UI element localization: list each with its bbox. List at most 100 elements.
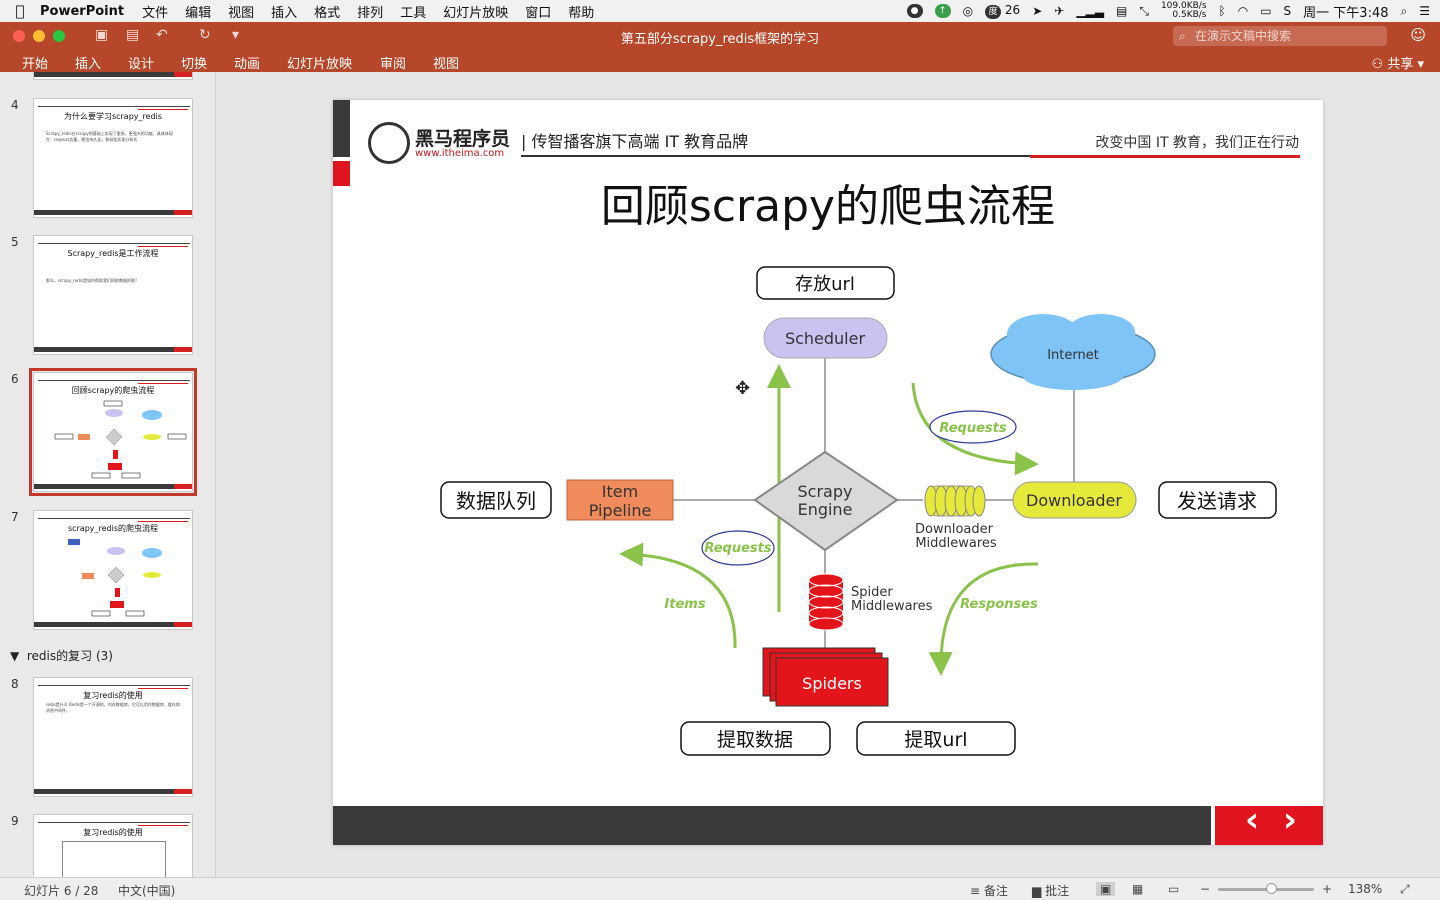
thumbnail-title: 为什么要学习scrapy_redis — [63, 112, 163, 121]
expand-icon[interactable]: ⤡ — [1139, 3, 1149, 18]
menu-window[interactable]: 窗口 — [525, 5, 552, 21]
slide-title[interactable]: 回顾scrapy的爬虫流程 — [600, 181, 1056, 232]
notification-icon[interactable]: ☰ — [1419, 4, 1430, 18]
tab-design[interactable]: 设计 — [128, 57, 155, 72]
chat-icon[interactable]: ◎ — [962, 4, 974, 18]
store-url-box — [756, 266, 895, 300]
zoom-slider-thumb[interactable] — [1266, 883, 1277, 894]
tab-home[interactable]: 开始 — [22, 57, 49, 72]
monitor-icon[interactable]: ▤ — [1116, 4, 1128, 18]
spotlight-icon[interactable]: ⌕ — [1400, 3, 1408, 18]
apple-icon[interactable]:  — [0, 2, 40, 20]
slide-editing-area[interactable]: 黑马程序员 www.itheima.com | 传智播客旗下高端 IT 教育品牌… — [217, 72, 1440, 877]
header-red-rule — [1030, 155, 1300, 158]
requests-bubble — [929, 410, 1017, 444]
zoom-in-icon[interactable]: + — [1322, 882, 1333, 896]
baidu-icon[interactable]: 度 26 — [985, 3, 1020, 19]
tab-animations[interactable]: 动画 — [234, 57, 261, 72]
thumbnail-slide-9[interactable]: 复习redis的使用 — [33, 814, 193, 877]
app-name[interactable]: PowerPoint — [40, 3, 125, 19]
tab-transitions[interactable]: 切换 — [181, 57, 208, 72]
clock[interactable]: 周一 下午3:48 — [1303, 5, 1389, 21]
tab-view[interactable]: 视图 — [433, 57, 460, 72]
slide-thumbnails-panel[interactable]: 4 为什么要学习scrapy_redis Scrapy_redis在scrapy… — [0, 72, 216, 877]
battery-icon[interactable]: ▭ — [1260, 4, 1272, 18]
ribbon-tabs: 开始 插入 设计 切换 动画 幻灯片放映 审阅 视图 ⚇ 共享 ▾ — [0, 50, 1440, 72]
minimize-window-button[interactable] — [33, 30, 45, 42]
comments-button[interactable]: ▆ 批注 — [1032, 884, 1070, 898]
flow-arrow — [619, 542, 737, 649]
menu-file[interactable]: 文件 — [142, 5, 169, 21]
scrapy-flow-diagram: 存放url Scheduler Internet Requests 数据队列 I… — [440, 266, 1277, 756]
thumbnail-body: Scrapy_redis在scrapy的基础上实现了更多，更强大的功能，具体体现… — [46, 131, 173, 142]
engine-label: Engine — [798, 500, 853, 519]
menu-help[interactable]: 帮助 — [568, 5, 595, 21]
tab-insert[interactable]: 插入 — [75, 57, 102, 72]
scheduler-label: Scheduler — [785, 329, 866, 348]
menu-format[interactable]: 格式 — [314, 5, 341, 21]
notes-button[interactable]: ≡ 备注 — [970, 884, 1008, 898]
zoom-level[interactable]: 138% — [1348, 882, 1383, 896]
internet-cloud — [990, 314, 1156, 390]
menu-insert[interactable]: 插入 — [271, 5, 298, 21]
s-icon[interactable]: S — [1283, 4, 1292, 18]
items-label: Items — [664, 597, 705, 612]
window-titlebar: ▣ ▤ ↶ ↻ ▾ 第五部分scrapy_redis框架的学习 ⌕ 在演示文稿中… — [0, 22, 1440, 50]
thumbnail-slide-4[interactable]: 为什么要学习scrapy_redis Scrapy_redis在scrapy的基… — [33, 98, 193, 218]
save-icon[interactable]: ▤ — [126, 27, 140, 43]
engine-label: Scrapy — [798, 482, 853, 501]
record-icon[interactable]: ● — [906, 4, 923, 18]
tab-review[interactable]: 审阅 — [380, 57, 407, 72]
logo-name: 黑马程序员 — [415, 128, 511, 150]
undo-icon[interactable]: ↶ — [156, 27, 168, 43]
send-icon[interactable]: ➤ — [1032, 4, 1043, 18]
menu-arrange[interactable]: 排列 — [357, 5, 384, 21]
feedback-smiley-icon[interactable]: ☺ — [1410, 26, 1426, 44]
redo-icon[interactable]: ↻ — [199, 27, 211, 43]
spider-middlewares-label: Middlewares — [851, 599, 933, 614]
menu-edit[interactable]: 编辑 — [185, 5, 212, 21]
zoom-out-icon[interactable]: − — [1200, 882, 1211, 896]
close-window-button[interactable] — [13, 30, 25, 42]
reading-view-icon[interactable]: ▭ — [1168, 882, 1180, 896]
wifi-icon[interactable]: ◠ — [1237, 4, 1249, 18]
section-header[interactable]: ▼ redis的复习 (3) — [10, 647, 113, 664]
tab-slideshow[interactable]: 幻灯片放映 — [287, 57, 353, 72]
thumbnail-partial[interactable] — [33, 72, 193, 80]
pin-icon[interactable]: ✈ — [1054, 4, 1065, 18]
menu-tools[interactable]: 工具 — [400, 5, 427, 21]
slide-number: 8 — [11, 677, 19, 691]
zoom-window-button[interactable] — [53, 30, 65, 42]
menu-view[interactable]: 视图 — [228, 5, 255, 21]
spiders-node — [762, 647, 889, 707]
thumbnail-slide-7[interactable]: scrapy_redis的爬虫流程 — [33, 510, 193, 630]
search-icon: ⌕ — [1179, 29, 1186, 43]
thumbnail-slide-8[interactable]: 复习redis的使用 redis是什么 Redis是一个开源的，内存数据库，它可… — [33, 677, 193, 797]
thumbnail-slide-6[interactable]: 回顾scrapy的爬虫流程 — [29, 368, 197, 496]
thumbnail-title: Scrapy_redis是工作流程 — [67, 249, 159, 258]
collapse-triangle-icon[interactable]: ▼ — [10, 649, 20, 663]
customize-chevron-icon[interactable]: ▾ — [232, 27, 240, 43]
search-input[interactable]: ⌕ 在演示文稿中搜索 — [1173, 26, 1387, 46]
share-button[interactable]: ⚇ 共享 ▾ — [1371, 57, 1424, 72]
upload-icon[interactable]: ↑ — [934, 4, 951, 18]
chart-icon[interactable]: ▁▂▃ — [1076, 4, 1104, 18]
thumbnail-slide-5[interactable]: Scrapy_redis是工作流程 那么，scrapy_redis是如何帮助我们… — [33, 235, 193, 355]
header-dark-bar — [333, 100, 350, 157]
thumbnail-title: scrapy_redis的爬虫流程 — [67, 524, 159, 533]
move-cursor-icon: ✥ — [735, 378, 750, 399]
sidebar-toggle-icon[interactable]: ▣ — [95, 27, 109, 43]
slide-sorter-icon[interactable]: ▦ — [1132, 882, 1144, 896]
current-slide[interactable]: 黑马程序员 www.itheima.com | 传智播客旗下高端 IT 教育品牌… — [333, 100, 1323, 845]
document-title: 第五部分scrapy_redis框架的学习 — [620, 32, 820, 47]
bluetooth-icon[interactable]: ᛒ — [1218, 4, 1226, 18]
spider-middleware-stack — [808, 573, 844, 631]
requests-top-label: Requests — [939, 421, 1007, 436]
fit-to-window-icon[interactable]: ⤢ — [1400, 882, 1410, 896]
normal-view-icon[interactable]: ▣ — [1096, 882, 1116, 896]
language-indicator[interactable]: 中文(中国) — [118, 884, 176, 898]
menu-slideshow[interactable]: 幻灯片放映 — [443, 5, 509, 21]
next-slide-icon[interactable]: › — [1283, 800, 1298, 840]
prev-slide-icon[interactable]: ‹ — [1245, 800, 1260, 840]
